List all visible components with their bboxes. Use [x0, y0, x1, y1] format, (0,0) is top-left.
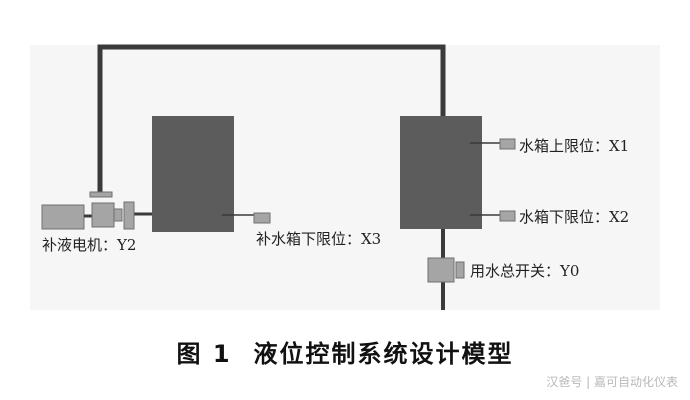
main-water-tank — [400, 116, 482, 229]
lower-limit-label: 水箱下限位：X2 — [519, 208, 630, 226]
main-switch-actuator — [455, 261, 465, 279]
upper-limit-label: 水箱上限位：X1 — [519, 137, 630, 155]
main-switch-label: 用水总开关：Y0 — [470, 262, 580, 280]
refill-motor-body — [41, 204, 85, 230]
figure-caption: 图 1 液位控制系统设计模型 — [0, 334, 690, 369]
aux-lower-limit-sensor — [253, 212, 271, 224]
refill-pump — [91, 202, 115, 228]
watermark: 汉爸号 | 嘉可自动化仪表 — [546, 375, 678, 389]
refill-motor-label: 补液电机：Y2 — [42, 236, 137, 254]
aux-lower-limit-label: 补水箱下限位：X3 — [256, 230, 382, 248]
figure-number: 图 1 — [176, 340, 232, 368]
top-connecting-pipe — [97, 44, 446, 195]
refill-valve — [123, 201, 135, 230]
diagram-background — [30, 45, 660, 310]
pump-connector — [113, 208, 123, 222]
figure-title: 液位控制系统设计模型 — [253, 340, 514, 368]
main-switch-valve — [427, 257, 455, 283]
pump-top-fitting — [89, 191, 113, 198]
aux-water-tank — [152, 116, 234, 232]
upper-limit-sensor — [499, 138, 516, 150]
lower-limit-sensor — [499, 210, 516, 222]
